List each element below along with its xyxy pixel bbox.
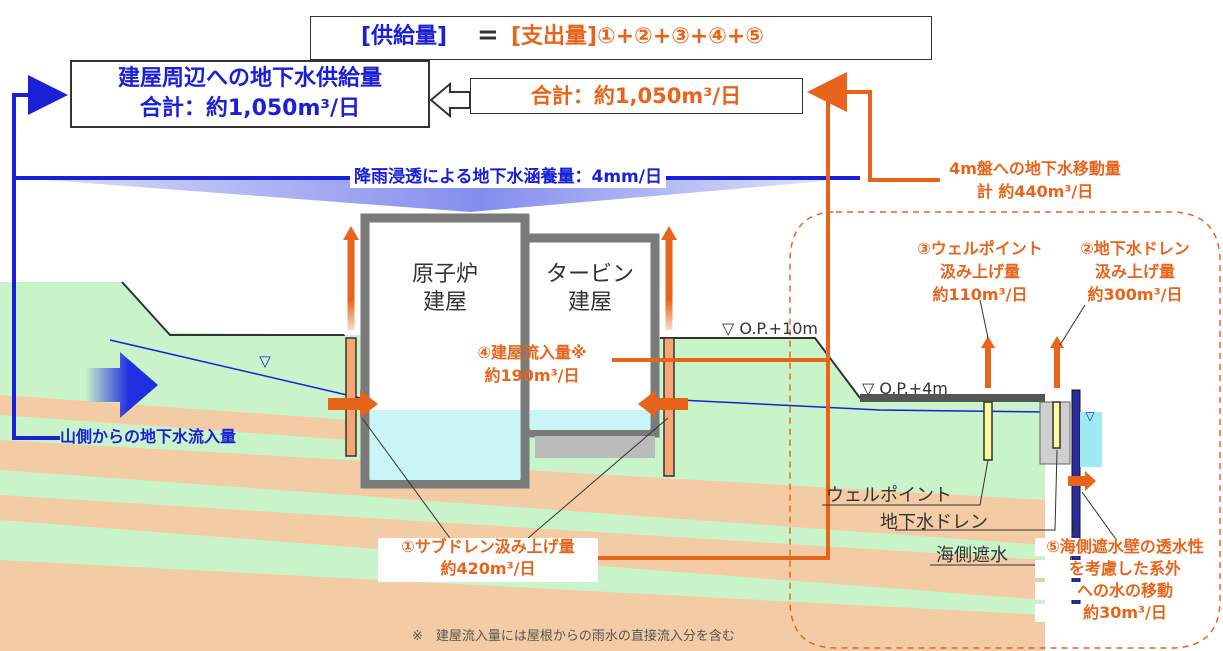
- mountain-inflow-label: 山側からの地下水流入量: [60, 427, 237, 446]
- rain-recharge-label: 降雨浸透による地下水涵養量：4mm/日: [350, 167, 666, 188]
- to-4m-line1: 4m盤への地下水移動量: [930, 159, 1140, 179]
- item2-line2: 汲み上げ量: [1094, 262, 1175, 281]
- blue-flow-line-left: [12, 75, 68, 440]
- op10-label: ▽ O.P.+10m: [722, 319, 819, 338]
- footnote: ※ 建屋流入量には屋根からの雨水の直接流入分を含む: [412, 629, 735, 644]
- up-arrows: [343, 226, 1064, 388]
- mountain-inflow-arrow: [85, 352, 158, 418]
- turbine-building-outline: [520, 233, 660, 438]
- sea-level-mark: ▽: [1085, 409, 1095, 423]
- drain-pipe: [1052, 401, 1061, 449]
- seaward-leak-arrow: [1068, 471, 1096, 491]
- 4m-platform-boundary: [789, 211, 1221, 649]
- supply-box-line1: 建屋周辺への地下水供給量: [117, 66, 382, 91]
- sea-water: [1080, 412, 1102, 467]
- equivalence-hollow-arrow: [429, 81, 471, 119]
- item2-line1: ②地下水ドレン: [1080, 239, 1190, 258]
- outflow-total: 合計：約1,050m³/日: [530, 84, 742, 108]
- ground-tan-1: [0, 440, 1045, 545]
- item3-line1: ③ウェルポイント: [917, 239, 1043, 258]
- turbine-building-label-1: タービン: [545, 262, 634, 287]
- subdrain-well-left: [345, 337, 357, 457]
- ground-tan-3: [0, 560, 1045, 651]
- item3-line3: 約110m³/日: [932, 285, 1028, 304]
- formula-box: [供給量] = [支出量]①+②+③+④+⑤: [310, 16, 932, 60]
- groundwater-table-line: [109, 339, 361, 399]
- wellpoint-pipe: [983, 401, 993, 461]
- op4-label: ▽ O.P.+4m: [862, 379, 948, 398]
- orange-flow-line-4m: [828, 90, 940, 182]
- water-level-mark-left: ▽: [259, 352, 271, 370]
- wellpoint-label: ウェルポイント: [826, 485, 952, 506]
- seaside-wall-label: 海側遮水: [936, 545, 1008, 566]
- groundwater-drain-label: 地下水ドレン: [880, 512, 988, 533]
- ground-tan-4: [0, 395, 350, 440]
- turbine-base: [535, 436, 655, 458]
- item4-line2: 約190m³/日: [484, 366, 580, 385]
- item5-line1: ⑤海側遮水壁の透水性: [1035, 537, 1215, 557]
- item1-line1: ①サブドレン汲み上げ量: [401, 537, 575, 556]
- reactor-water: [370, 410, 520, 480]
- formula-rhs: [支出量]①+②+③+④+⑤: [511, 24, 764, 49]
- turbine-water: [530, 410, 650, 430]
- supply-box-line2: 合計：約1,050m³/日: [139, 96, 361, 121]
- reactor-building-label-1: 原子炉: [411, 262, 478, 287]
- supply-total-box: 建屋周辺への地下水供給量 合計：約1,050m³/日: [70, 60, 430, 128]
- item5-line3: への水の移動: [1035, 581, 1215, 601]
- item3-line2: 汲み上げ量: [939, 262, 1020, 281]
- subdrain-inflow-arrow-left: [328, 390, 378, 418]
- item1-line2: 約420m³/日: [440, 559, 536, 578]
- formula-equals: =: [477, 20, 499, 50]
- reactor-building-label-2: 建屋: [422, 290, 467, 315]
- op4-slab: [860, 394, 1045, 402]
- item2-line3: 約300m³/日: [1087, 285, 1183, 304]
- formula-lhs: [供給量]: [361, 24, 448, 49]
- orange-flow-line-main: [595, 72, 847, 560]
- ground-surface-line: [121, 281, 345, 336]
- item5-line4: 約30m³/日: [1035, 603, 1215, 623]
- to-4m-line2: 計 約440m³/日: [976, 182, 1094, 201]
- item4-line1: ④建屋流入量※: [477, 343, 587, 362]
- item1-callout: [378, 538, 598, 582]
- subdrain-inflow-arrow-right: [638, 390, 688, 418]
- turbine-building-label-2: 建屋: [567, 290, 612, 315]
- item5-line2: を考慮した系外: [1035, 559, 1215, 579]
- outflow-total-box: 合計：約1,050m³/日: [470, 78, 803, 114]
